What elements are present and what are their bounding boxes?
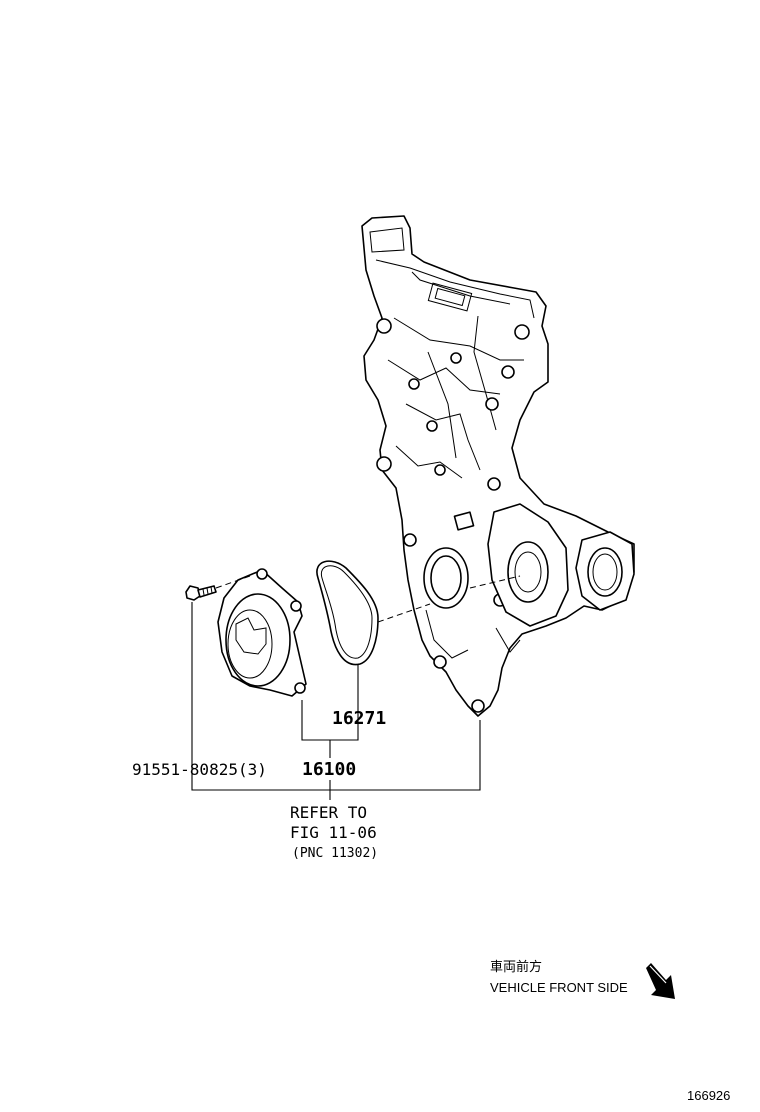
timing-chain-cover bbox=[361, 215, 635, 717]
water-pump-gasket bbox=[316, 560, 379, 666]
callout-gasket: 16271 bbox=[332, 708, 386, 729]
figure-number: 166926 bbox=[687, 1088, 730, 1103]
water-pump bbox=[217, 568, 307, 697]
pump-bolt bbox=[185, 585, 217, 601]
leader-lines bbox=[191, 602, 481, 800]
front-label-jp: 車両前方 bbox=[490, 959, 542, 975]
alignment-lines bbox=[215, 575, 521, 623]
front-label-en: VEHICLE FRONT SIDE bbox=[490, 980, 628, 995]
callout-bolt: 91551-80825(3) bbox=[132, 760, 267, 779]
front-arrow-icon bbox=[646, 963, 675, 999]
callout-pump: 16100 bbox=[302, 759, 356, 780]
refer-line-3: (PNC 11302) bbox=[292, 846, 378, 861]
refer-line-1: REFER TO bbox=[290, 803, 367, 822]
vehicle-front-indicator: 車両前方 VEHICLE FRONT SIDE bbox=[490, 959, 675, 999]
refer-line-2: FIG 11-06 bbox=[290, 823, 377, 842]
